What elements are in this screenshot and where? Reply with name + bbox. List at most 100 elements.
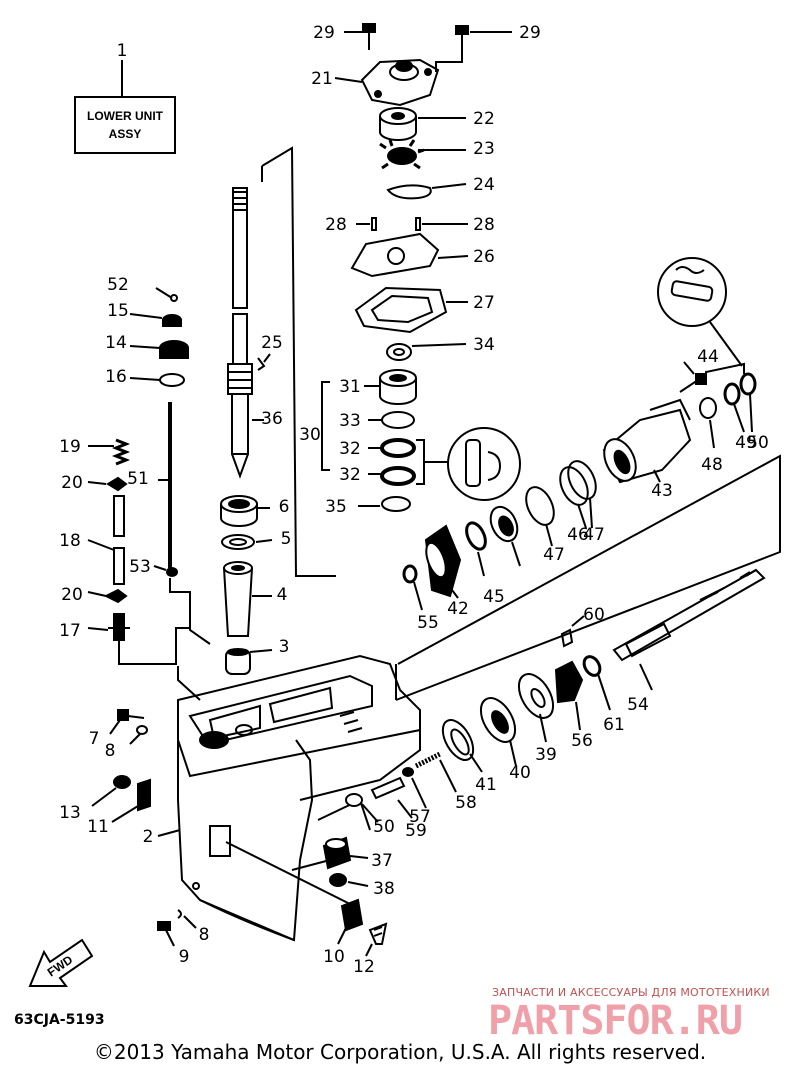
pinion-gear-37 bbox=[322, 836, 369, 870]
callout-29: 29 bbox=[519, 23, 541, 43]
bolt-7 bbox=[109, 709, 145, 735]
washer-62 bbox=[582, 655, 611, 711]
assembly-box-line2: ASSY bbox=[108, 127, 142, 141]
bearing-6 bbox=[220, 495, 270, 527]
rod-18 bbox=[87, 495, 125, 585]
callout-48: 48 bbox=[701, 455, 723, 475]
watermark-tagline: ЗАПЧАСТИ И АКСЕССУАРЫ ДЛЯ МОТОТЕХНИКИ bbox=[492, 986, 770, 999]
anode-10 bbox=[337, 898, 364, 945]
callout-57: 57 bbox=[409, 807, 431, 827]
callout-1: 1 bbox=[117, 41, 128, 61]
callout-37: 37 bbox=[371, 851, 393, 871]
dog-clutch-57 bbox=[554, 660, 584, 731]
callout-28: 28 bbox=[473, 215, 495, 235]
callout-53: 53 bbox=[129, 557, 151, 577]
callout-8: 8 bbox=[199, 925, 210, 945]
seal-54 bbox=[166, 567, 178, 577]
part-drawings bbox=[28, 23, 781, 987]
joint-17 bbox=[87, 613, 130, 641]
callout-51: 51 bbox=[127, 469, 149, 489]
callout-56: 56 bbox=[571, 731, 593, 751]
callout-13: 13 bbox=[59, 803, 81, 823]
grease-detail-circle-upper bbox=[657, 257, 727, 327]
washer-56 bbox=[402, 564, 423, 611]
callout-10: 10 bbox=[323, 947, 345, 967]
bearing-housing-31 bbox=[364, 369, 417, 405]
key-24 bbox=[386, 184, 432, 200]
gasket-27 bbox=[354, 286, 448, 334]
callout-59: 59 bbox=[405, 821, 427, 841]
callout-54: 54 bbox=[627, 695, 649, 715]
bearing-45 bbox=[489, 505, 521, 567]
spring-19 bbox=[88, 438, 131, 466]
insert-cartridge-22 bbox=[379, 107, 466, 141]
callout-19: 19 bbox=[59, 437, 81, 457]
exploded-parts-drawing: 1234567889101112131415161718192020212223… bbox=[28, 23, 781, 987]
callout-2: 2 bbox=[143, 827, 154, 847]
lower-unit-assy-box: LOWER UNIT ASSY bbox=[74, 96, 176, 154]
outer-plate-26 bbox=[350, 232, 440, 278]
bolt-29-right bbox=[435, 25, 512, 72]
callout-52: 52 bbox=[107, 275, 129, 295]
callout-20: 20 bbox=[61, 473, 83, 493]
clip-20-top bbox=[87, 476, 128, 492]
callout-49: 49 bbox=[735, 433, 757, 453]
callout-42: 42 bbox=[447, 599, 469, 619]
reverse-gear-40 bbox=[479, 697, 517, 767]
callout-41: 41 bbox=[475, 775, 497, 795]
bolt-29-left bbox=[344, 23, 376, 50]
oil-seal-34 bbox=[386, 343, 412, 361]
callout-15: 15 bbox=[107, 301, 129, 321]
propeller-shaft-55 bbox=[612, 568, 766, 691]
shift-rod-52 bbox=[158, 402, 172, 568]
callout-11: 11 bbox=[87, 817, 109, 837]
callout-23: 23 bbox=[473, 139, 495, 159]
callout-18: 18 bbox=[59, 531, 81, 551]
callout-12: 12 bbox=[353, 957, 375, 977]
callout-61: 61 bbox=[603, 715, 625, 735]
callout-27: 27 bbox=[473, 293, 495, 313]
pin-58 bbox=[402, 767, 427, 809]
drive-shaft-36 bbox=[227, 187, 253, 479]
sleeve-4 bbox=[223, 561, 272, 637]
cap-43 bbox=[602, 398, 692, 484]
callout-47: 47 bbox=[543, 545, 565, 565]
oil-seals-50 bbox=[723, 372, 757, 433]
callout-5: 5 bbox=[281, 529, 292, 549]
callout-16: 16 bbox=[105, 367, 127, 387]
spring-59 bbox=[414, 751, 457, 793]
callout-32: 32 bbox=[339, 439, 361, 459]
callout-31: 31 bbox=[339, 377, 361, 397]
callout-46: 46 bbox=[567, 525, 589, 545]
callout-28: 28 bbox=[325, 215, 347, 235]
callout-8: 8 bbox=[105, 741, 116, 761]
o-rings-47 bbox=[559, 460, 597, 529]
callout-14: 14 bbox=[105, 333, 127, 353]
callout-7: 7 bbox=[89, 729, 100, 749]
callout-50: 50 bbox=[747, 433, 769, 453]
plate-11 bbox=[111, 778, 151, 823]
bushing-3 bbox=[225, 648, 273, 675]
callout-39: 39 bbox=[535, 745, 557, 765]
callout-22: 22 bbox=[473, 109, 495, 129]
bolt-44 bbox=[679, 361, 707, 393]
callout-44: 44 bbox=[697, 347, 719, 367]
clip-20-bottom bbox=[87, 588, 128, 604]
cam-rod-60 bbox=[370, 776, 413, 819]
impeller-23 bbox=[379, 139, 466, 170]
callout-3: 3 bbox=[279, 637, 290, 657]
o-ring-33 bbox=[381, 411, 415, 429]
o-ring-48 bbox=[525, 486, 555, 547]
washer-8-bottom bbox=[177, 909, 197, 929]
callout-24: 24 bbox=[473, 175, 495, 195]
leader-21 bbox=[334, 77, 363, 83]
forward-gear-42 bbox=[424, 524, 462, 599]
callout-30: 30 bbox=[299, 425, 321, 445]
watermark-logo: PARTSFOR.RU bbox=[488, 998, 743, 1044]
callout-29: 29 bbox=[313, 23, 335, 43]
callout-47: 47 bbox=[583, 525, 605, 545]
bolt-12 bbox=[365, 922, 388, 957]
callout-55: 55 bbox=[417, 613, 439, 633]
boot-14 bbox=[129, 340, 189, 359]
